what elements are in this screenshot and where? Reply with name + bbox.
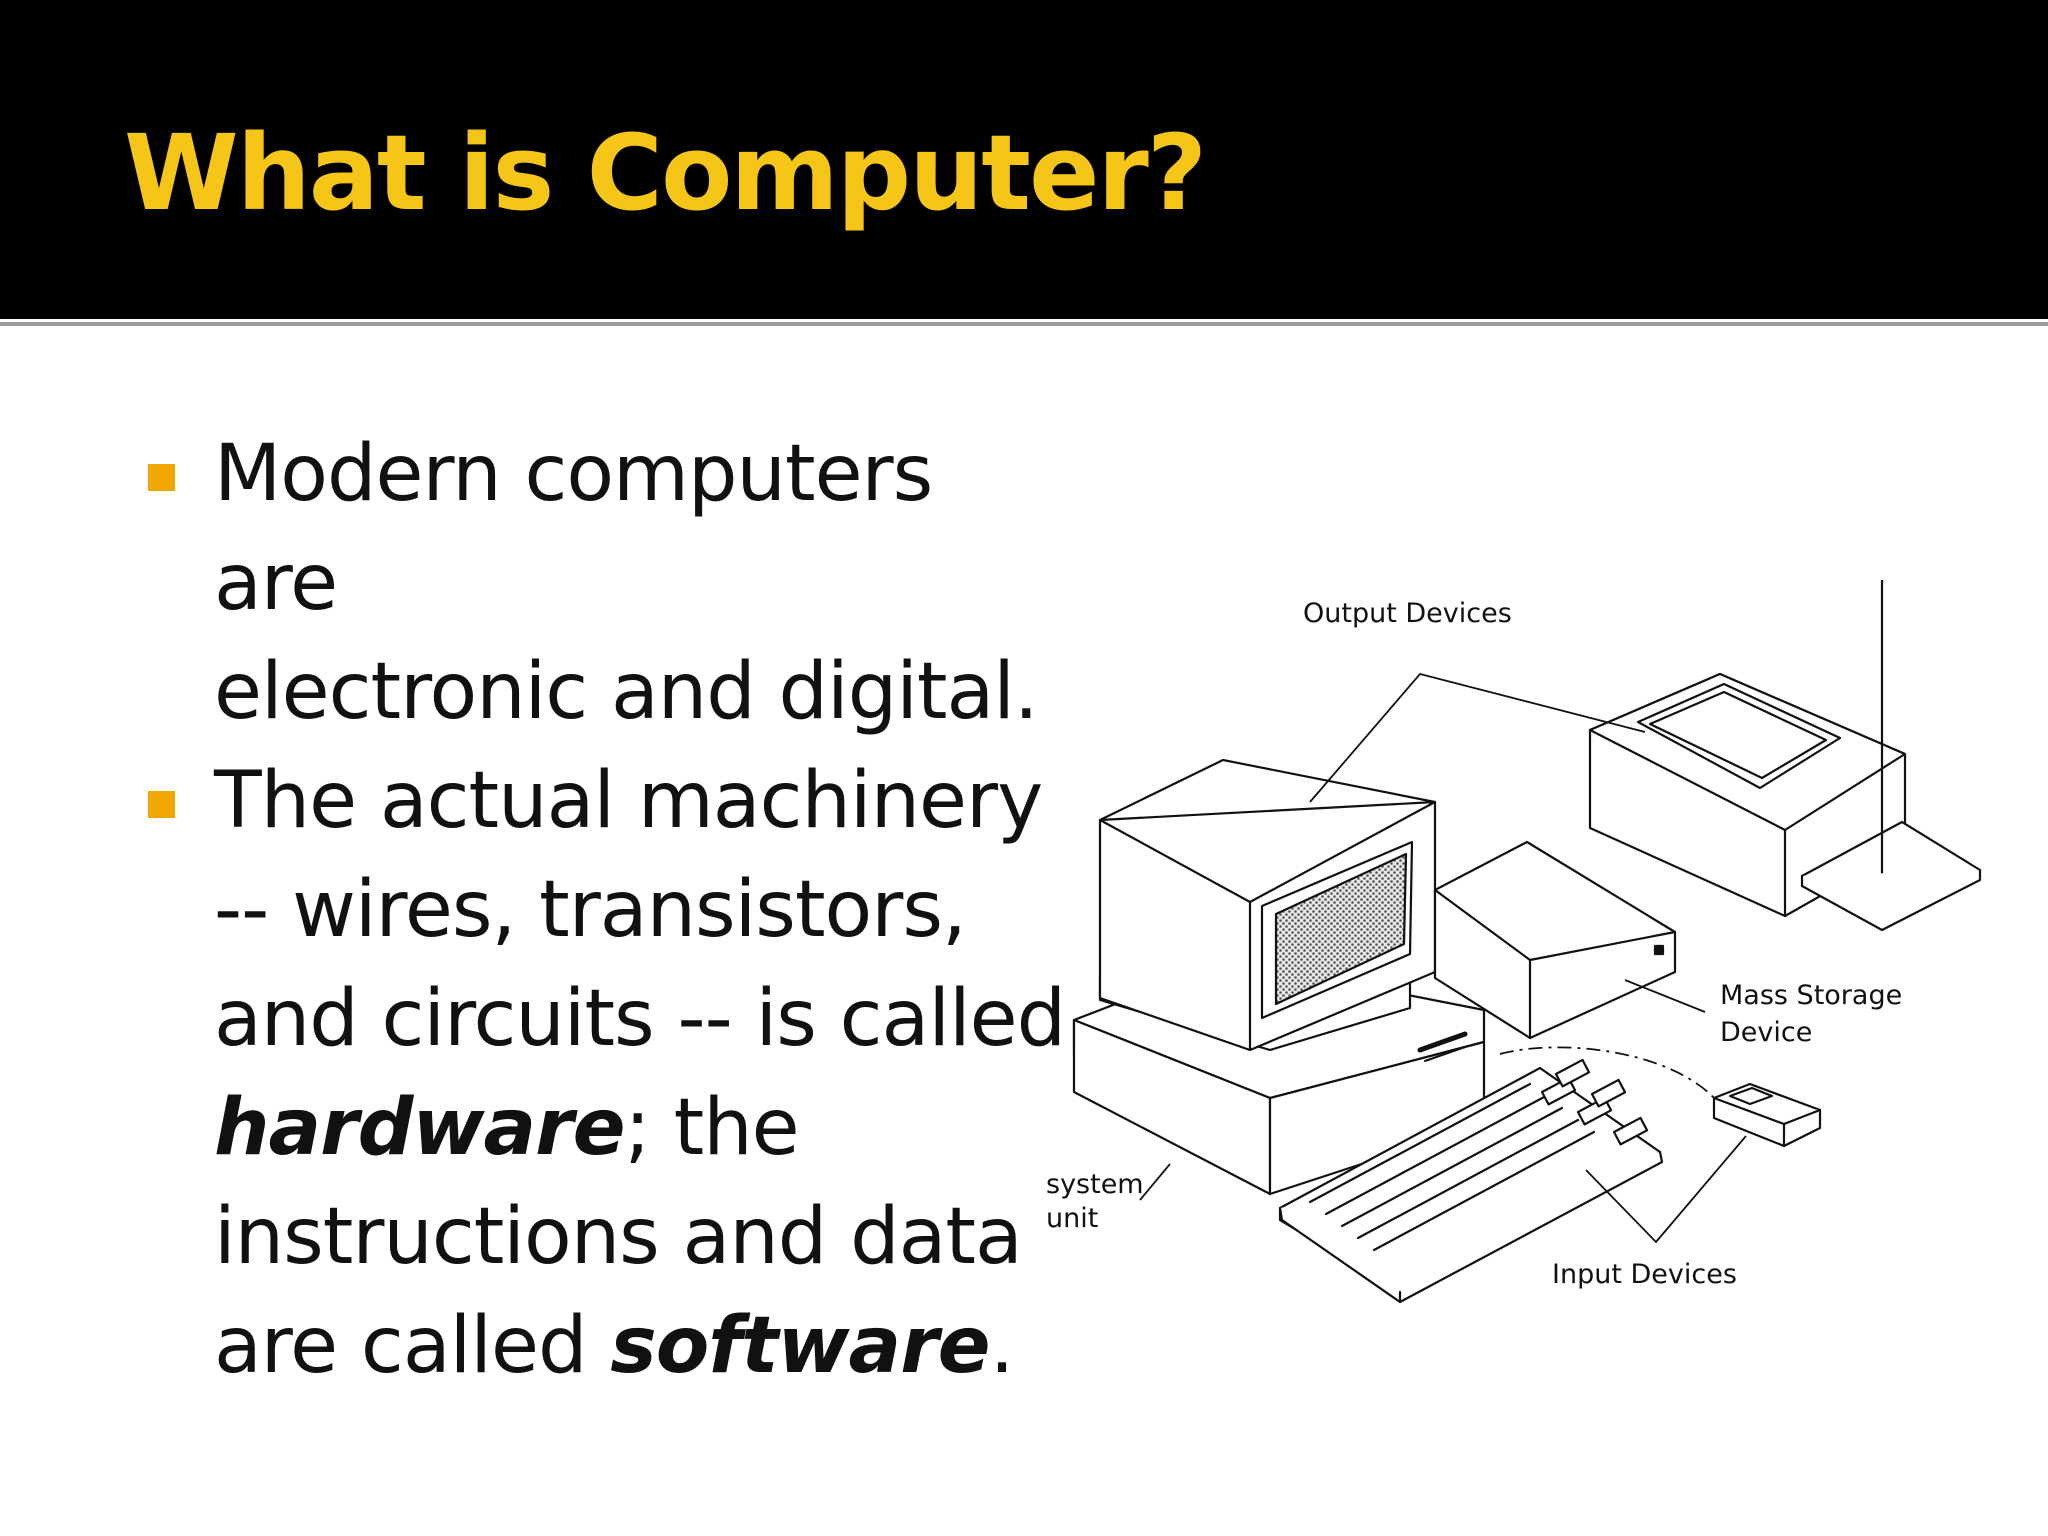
printer-icon bbox=[1588, 580, 1982, 932]
mouse-icon bbox=[1712, 1082, 1822, 1148]
bullet-square-icon bbox=[148, 791, 175, 818]
mass-storage-icon bbox=[1433, 840, 1677, 1040]
label-output-devices: Output Devices bbox=[1303, 598, 1512, 629]
bullet-item: The actual machinery -- wires, transisto… bbox=[148, 747, 1068, 1401]
bullet-text: The actual machinery -- wires, transisto… bbox=[214, 747, 1068, 1401]
system-unit-leader bbox=[1139, 1163, 1171, 1201]
bullet-text-middle: ; the instructions and data are called bbox=[214, 1083, 1023, 1391]
label-mass-storage: Mass Storage bbox=[1720, 980, 1902, 1011]
bullet-square-icon bbox=[148, 464, 175, 491]
label-system: system bbox=[1046, 1169, 1144, 1200]
input-devices-leader bbox=[1585, 1135, 1747, 1244]
label-unit: unit bbox=[1046, 1203, 1098, 1234]
slide-title: What is Computer? bbox=[124, 112, 1207, 234]
bullet-text-intro: The actual machinery -- wires, transisto… bbox=[214, 756, 1066, 1064]
monitor-icon bbox=[1098, 758, 1437, 1052]
title-divider bbox=[0, 319, 2048, 329]
keyboard-icon bbox=[1278, 1058, 1664, 1304]
term-software: software bbox=[610, 1301, 990, 1391]
title-bar: What is Computer? bbox=[0, 0, 2048, 319]
bullet-text: Modern computers are electronic and digi… bbox=[214, 429, 1039, 737]
bullet-item: Modern computers are electronic and digi… bbox=[148, 420, 1068, 747]
mass-storage-leader bbox=[1624, 979, 1706, 1013]
bullet-text-end: . bbox=[989, 1301, 1015, 1391]
computer-system-diagram: Output Devices Mass Storage Device syste… bbox=[1046, 580, 1982, 1304]
bullet-list: Modern computers are electronic and digi… bbox=[148, 420, 1068, 1401]
label-mass-storage-device: Device bbox=[1720, 1017, 1812, 1048]
label-input-devices: Input Devices bbox=[1552, 1259, 1737, 1290]
output-devices-leader bbox=[1309, 672, 1646, 803]
term-hardware: hardware bbox=[214, 1083, 626, 1173]
